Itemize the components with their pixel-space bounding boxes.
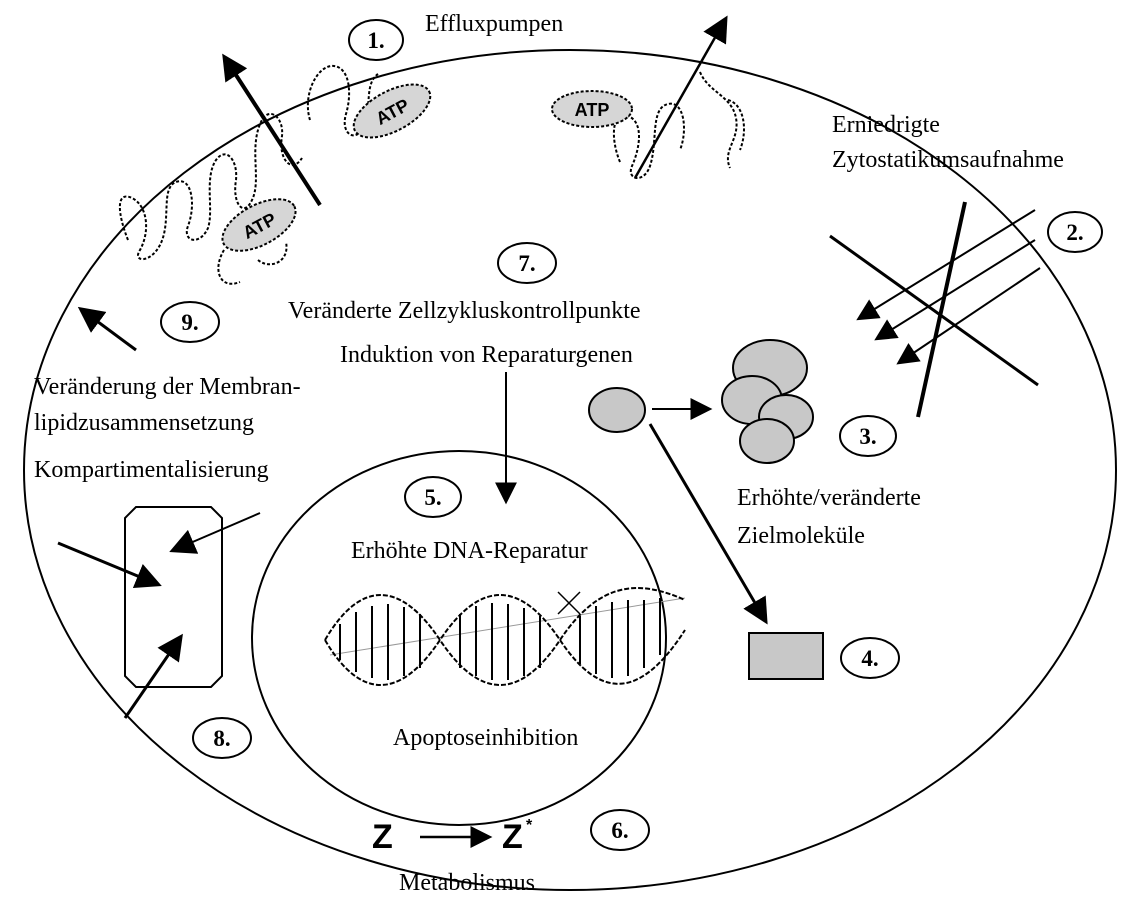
svg-text:6.: 6. — [611, 818, 628, 843]
svg-text:2.: 2. — [1066, 220, 1083, 245]
compartment-vesicle — [125, 507, 222, 687]
label-targets-line1: Erhöhte/veränderte — [737, 485, 921, 511]
number-badge-9: 9. — [161, 302, 219, 342]
svg-text:5.: 5. — [424, 485, 441, 510]
label-efflux-pumps: Effluxpumpen — [425, 11, 563, 37]
efflux-arrow-left — [225, 58, 320, 205]
efflux-pump-right — [614, 72, 744, 178]
svg-text:8.: 8. — [213, 726, 230, 751]
label-cell-cycle: Veränderte Zellzykluskontrollpunkte — [288, 298, 641, 324]
number-badge-2: 2. — [1048, 212, 1102, 252]
atp-label: ATP — [575, 100, 610, 120]
z-drug-label: Z — [372, 818, 393, 856]
label-targets-line2: Zielmoleküle — [737, 523, 865, 549]
label-membrane-line1: Veränderung der Membran- — [34, 374, 301, 400]
number-badge-3: 3. — [840, 416, 896, 456]
svg-text:4.: 4. — [861, 646, 878, 671]
label-membrane-line2: lipidzusammensetzung — [34, 410, 254, 436]
svg-text:9.: 9. — [181, 310, 198, 335]
compartment-arrow-3 — [125, 638, 180, 718]
uptake-block — [830, 202, 1040, 417]
number-badge-4: 4. — [841, 638, 899, 678]
label-metabolism: Metabolismus — [399, 870, 535, 896]
label-compartment: Kompartimentalisierung — [34, 457, 269, 483]
number-badge-8: 8. — [193, 718, 251, 758]
compartment-arrow-1 — [58, 543, 157, 584]
svg-text:7.: 7. — [518, 251, 535, 276]
atp-left-bottom: ATP — [214, 189, 303, 262]
label-uptake-line1: Erniedrigte — [832, 112, 940, 138]
number-badge-7: 7. — [498, 243, 556, 283]
label-apoptosis: Apoptoseinhibition — [393, 725, 578, 751]
dna-damage-mark — [558, 592, 580, 614]
compartment-arrow-2 — [174, 513, 260, 550]
efflux-arrow-right — [635, 20, 725, 178]
label-repair-genes: Induktion von Reparaturgenen — [340, 342, 633, 368]
svg-text:1.: 1. — [367, 28, 384, 53]
number-badge-5: 5. — [405, 477, 461, 517]
number-badge-6: 6. — [591, 810, 649, 850]
dna-helix — [325, 588, 685, 685]
z-metabolite-label: Z — [502, 818, 523, 856]
atp-left-top: ATP — [346, 74, 439, 149]
label-dna-repair: Erhöhte DNA-Reparatur — [351, 538, 588, 564]
altered-target-box — [749, 633, 823, 679]
atp-right: ATP — [552, 91, 632, 127]
z-star-label: * — [526, 817, 533, 834]
number-badge-1: 1. — [349, 20, 403, 60]
membrane-arrow — [82, 310, 136, 350]
label-uptake-line2: Zytostatikumsaufnahme — [832, 147, 1064, 173]
svg-text:3.: 3. — [859, 424, 876, 449]
